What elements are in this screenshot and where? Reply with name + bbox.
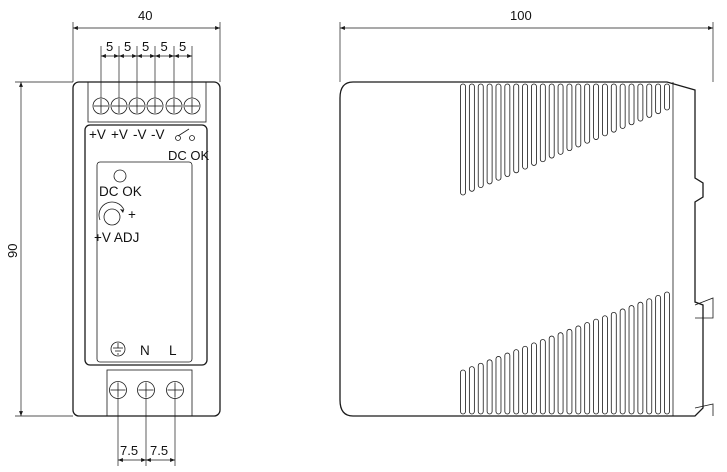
vent-slot [460, 83, 466, 196]
bottom-terminal-block [106, 369, 193, 417]
terminal-label: -V [151, 127, 165, 142]
vent-slot [584, 83, 591, 144]
vent-slot [575, 83, 582, 148]
neutral-label: N [140, 343, 150, 358]
vent-slot [539, 83, 546, 163]
side-dimensions: 100 [339, 8, 714, 82]
screw-terminal-icon [165, 97, 183, 115]
vent-slot [593, 83, 599, 140]
screw-terminal-icon [109, 381, 127, 399]
potentiometer-icon [98, 201, 125, 226]
terminal-label: +V [111, 127, 128, 142]
vent-slot [619, 83, 626, 129]
vent-slot [548, 83, 555, 159]
vent-slot [548, 335, 555, 415]
vent-slot [522, 345, 528, 415]
front-panel [84, 124, 208, 366]
vent-slot [477, 83, 484, 189]
vent-slot [610, 83, 617, 133]
side-body-outline [339, 81, 704, 417]
bottom-screws [109, 381, 184, 399]
vent-slot [531, 342, 537, 415]
screw-terminal-icon [146, 97, 164, 115]
din-clip [694, 297, 714, 319]
led-label: DC OK [99, 184, 142, 199]
screw-terminal-icon [110, 97, 128, 115]
top-pitch-label: 5 [161, 39, 168, 54]
vent-slot [477, 362, 484, 415]
front-view: +V +V -V -V DC OK DC OK + +V ADJ [72, 81, 221, 417]
terminal-label: +V [89, 127, 106, 142]
vent-slot [575, 325, 582, 415]
vent-slot [602, 83, 608, 137]
vent-slot [655, 294, 662, 415]
vent-slot [566, 328, 573, 415]
screw-terminal-icon [183, 97, 201, 115]
vent-slot [655, 83, 662, 115]
top-pitch-label: 5 [124, 39, 131, 54]
height-dimension-label: 90 [5, 244, 20, 258]
vent-slot [566, 83, 573, 152]
top-pitch-label: 5 [106, 39, 113, 54]
vent-slot [628, 305, 635, 415]
relay-switch-icon [175, 128, 195, 141]
vent-slot [460, 369, 466, 415]
side-view [339, 81, 714, 417]
vent-slot [513, 83, 520, 174]
bottom-pitch-label: 7.5 [120, 443, 138, 458]
vent-slot [646, 298, 653, 415]
top-terminal-block [87, 81, 207, 123]
top-pitch-label: 5 [142, 39, 149, 54]
vent-slot [664, 291, 670, 415]
vent-slot [619, 308, 626, 415]
top-vent-slots [460, 83, 670, 196]
vent-slot [557, 332, 564, 415]
vent-slot [664, 83, 670, 111]
line-label: L [169, 343, 177, 358]
ground-icon [110, 341, 126, 357]
vent-slot [602, 315, 608, 415]
vent-slot [593, 318, 599, 415]
terminal-label: -V [133, 127, 147, 142]
vent-slot [557, 83, 564, 155]
vent-slot [628, 83, 635, 126]
depth-dimension-label: 100 [510, 8, 532, 23]
vent-slot [504, 83, 511, 177]
vent-slot [495, 356, 502, 415]
bottom-pitch-label: 7.5 [150, 443, 168, 458]
vent-slot [486, 359, 493, 415]
vent-slot [637, 83, 644, 122]
screw-terminal-icon [166, 381, 184, 399]
top-pitch-label: 5 [179, 39, 186, 54]
vent-slot [468, 366, 475, 415]
screw-terminal-icon [137, 381, 155, 399]
screw-terminal-icon [92, 97, 110, 115]
front-panel-inner [96, 161, 193, 363]
vent-slot [495, 83, 502, 181]
vent-slot [531, 83, 537, 166]
relay-label: DC OK [168, 148, 210, 163]
vent-slot [504, 352, 511, 415]
vent-slot [637, 301, 644, 415]
vent-slot [584, 322, 591, 415]
led-indicator-icon [113, 169, 127, 183]
vent-slot [646, 83, 653, 118]
bottom-vent-slots [460, 291, 670, 415]
pot-plus-label: + [128, 207, 136, 222]
vent-slot [513, 349, 520, 415]
width-dimension-label: 40 [138, 8, 152, 23]
screw-terminal-icon [128, 97, 146, 115]
vent-slot [610, 311, 617, 415]
vent-slot [468, 83, 475, 192]
vent-slot [486, 83, 493, 185]
vent-slot [539, 339, 546, 415]
pot-label: +V ADJ [94, 230, 139, 245]
top-screws [92, 97, 201, 115]
vent-slot [522, 83, 528, 170]
